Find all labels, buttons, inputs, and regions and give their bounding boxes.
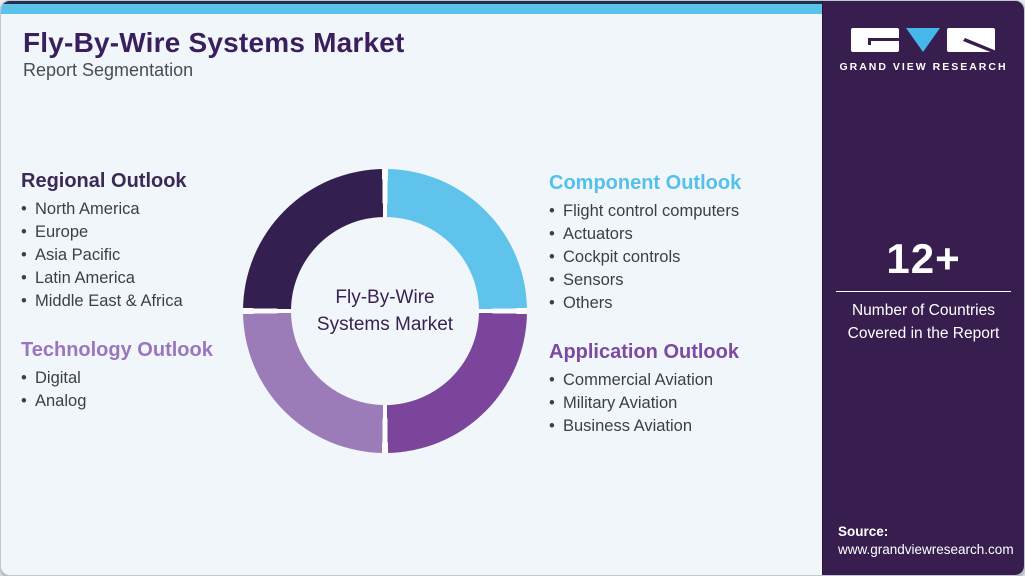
list-item: Cockpit controls [549,246,809,269]
donut-chart: Fly-By-Wire Systems Market [243,169,527,453]
sidebar: GRAND VIEW RESEARCH 12+ Number of Countr… [822,1,1024,575]
stat-value: 12+ [886,235,961,282]
technology-outlook-list: Digital Analog [21,367,281,413]
donut-center-label: Fly-By-Wire Systems Market [291,217,479,405]
application-outlook-heading: Application Outlook [549,341,739,363]
section-application-outlook: Application Outlook Commercial Aviation … [549,341,809,438]
top-accent-bar [1,4,824,14]
source-label: Source: [838,524,889,539]
list-item: Digital [21,367,281,390]
list-item: Asia Pacific [21,244,281,267]
list-item: Europe [21,221,281,244]
component-outlook-list: Flight control computers Actuators Cockp… [549,200,809,315]
countries-stat: 12+ Number of Countries Covered in the R… [823,235,1024,345]
regional-outlook-heading: Regional Outlook [21,170,187,192]
brand-logo: GRAND VIEW RESEARCH [823,27,1024,73]
brand-logo-text: GRAND VIEW RESEARCH [839,61,1008,73]
page-subtitle: Report Segmentation [23,60,194,80]
list-item: Middle East & Africa [21,290,281,313]
component-outlook-heading: Component Outlook [549,172,742,194]
top-navy-line [1,1,1024,4]
application-outlook-list: Commercial Aviation Military Aviation Bu… [549,369,809,438]
list-item: Latin America [21,267,281,290]
source-block: Source: www.grandviewresearch.com [838,524,1014,557]
donut-label-line2: Systems Market [316,314,454,335]
donut-label-line1: Fly-By-Wire [335,287,435,308]
section-regional-outlook: Regional Outlook North America Europe As… [21,170,281,313]
stat-caption: Number of Countries Covered in the Repor… [847,302,1000,342]
list-item: Analog [21,390,281,413]
list-item: Actuators [549,223,809,246]
technology-outlook-heading: Technology Outlook [21,339,213,361]
gvr-logo-icon [850,28,999,53]
section-component-outlook: Component Outlook Flight control compute… [549,172,809,315]
stat-divider [836,291,1011,292]
list-item: North America [21,198,281,221]
list-item: Flight control computers [549,200,809,223]
list-item: Business Aviation [549,415,809,438]
section-technology-outlook: Technology Outlook Digital Analog [21,339,281,413]
list-item: Sensors [549,269,809,292]
regional-outlook-list: North America Europe Asia Pacific Latin … [21,198,281,313]
list-item: Military Aviation [549,392,809,415]
source-url: www.grandviewresearch.com [838,542,1014,557]
list-item: Others [549,292,809,315]
list-item: Commercial Aviation [549,369,809,392]
page-title: Fly-By-Wire Systems Market [23,27,405,58]
